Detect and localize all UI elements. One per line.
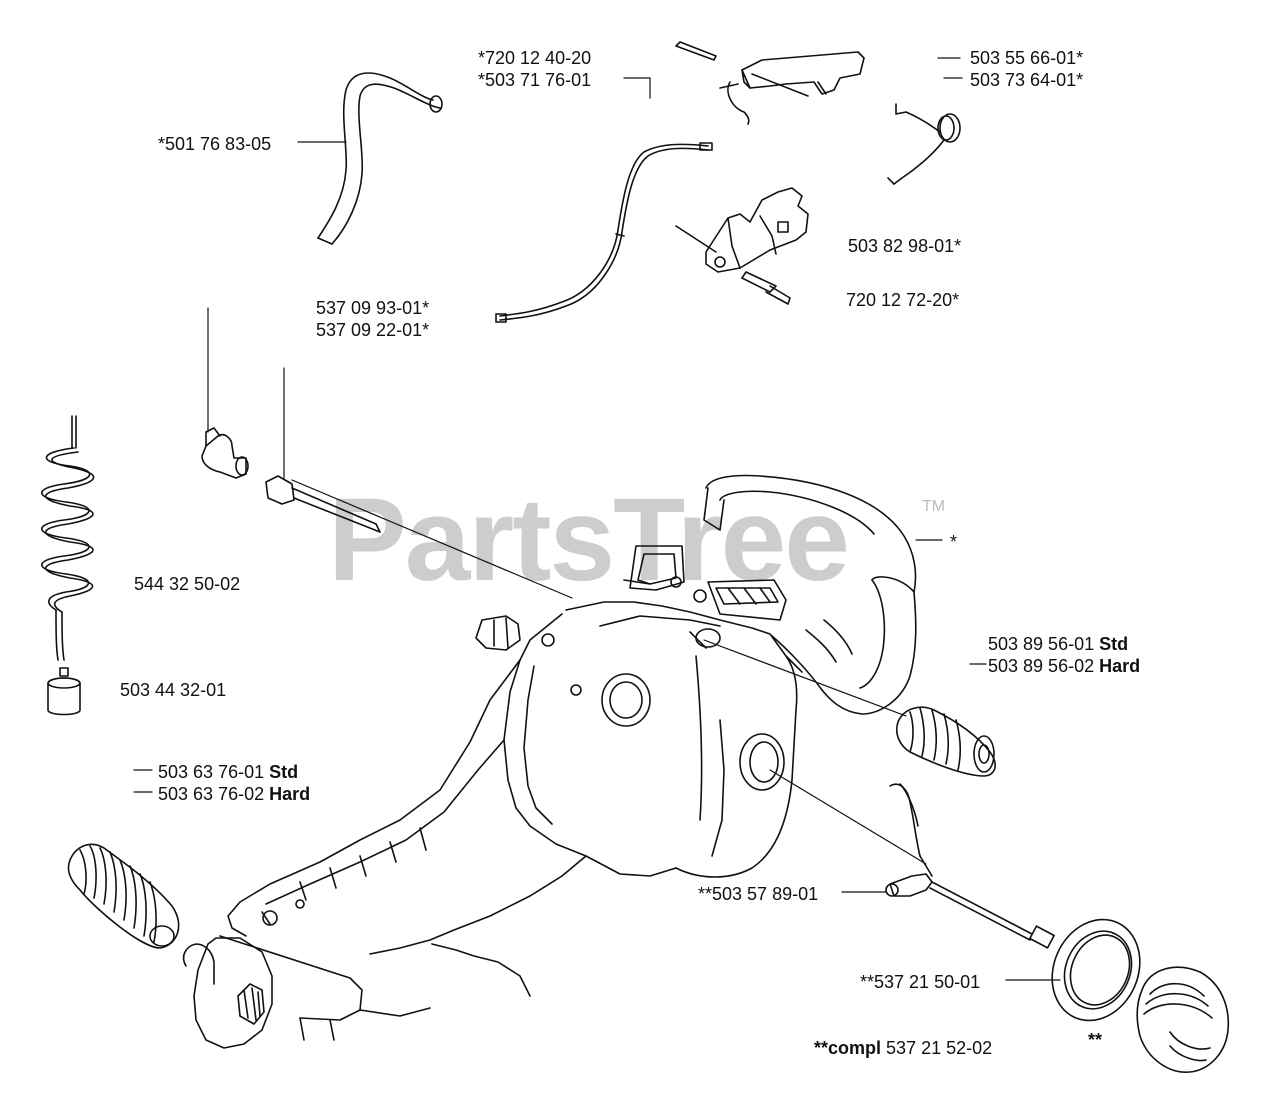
label-537-09-93-01: 537 09 93-01* — [316, 298, 430, 318]
label-cap-ref: ** — [1088, 1030, 1103, 1050]
label-503-71-76-01: *503 71 76-01 — [478, 70, 592, 90]
av-spring-right-part — [895, 706, 996, 777]
part-number: 503 63 76-01 — [158, 762, 265, 782]
grade-std: Std — [1099, 634, 1129, 654]
cap-seal-ring-part — [1051, 918, 1141, 1022]
label-720-12-40-20: *720 12 40-20 — [478, 48, 592, 68]
handle-tank-body-part — [182, 474, 917, 1049]
label-503-55-66-01: 503 55 66-01* — [970, 48, 1084, 68]
label-503-89-56-02: 503 89 56-02 Hard — [988, 656, 1140, 676]
fuel-hose-part — [317, 72, 443, 245]
label-537-09-22-01: 537 09 22-01* — [316, 320, 430, 340]
label-537-21-50-01: **537 21 50-01 — [860, 972, 981, 992]
elbow-fitting-part — [201, 427, 249, 479]
label-501-76-83-05: *501 76 83-05 — [158, 134, 272, 154]
fuel-filter-part — [47, 667, 81, 716]
label-503-89-56-01: 503 89 56-01 Std — [988, 634, 1128, 654]
grade-hard: Hard — [269, 784, 311, 804]
label-503-63-76-02: 503 63 76-02 Hard — [158, 784, 310, 804]
label-503-82-98-01: 503 82 98-01* — [848, 236, 962, 256]
part-number: 503 89 56-01 — [988, 634, 1095, 654]
watermark-text: PartsTree — [328, 474, 850, 606]
oil-pickup-line-part — [929, 881, 1055, 949]
throttle-lock-part — [675, 41, 865, 125]
trigger-spring-part — [887, 103, 961, 185]
label-handle-ref: * — [950, 532, 958, 552]
throttle-trigger-part — [675, 187, 809, 305]
label-503-63-76-01: 503 63 76-01 Std — [158, 762, 298, 782]
compl-prefix: **compl — [814, 1038, 882, 1058]
tube-fitting-part — [265, 475, 381, 533]
filler-cap-part — [1136, 966, 1230, 1073]
part-number: 503 63 76-02 — [158, 784, 265, 804]
label-544-32-50-02: 544 32 50-02 — [134, 574, 241, 594]
label-503-44-32-01: 503 44 32-01 — [120, 680, 227, 700]
label-503-73-64-01: 503 73 64-01* — [970, 70, 1084, 90]
label-720-12-72-20: 720 12 72-20* — [846, 290, 960, 310]
oil-hose-part — [495, 142, 713, 323]
part-number: 537 21 52-02 — [886, 1038, 993, 1058]
part-number: 503 89 56-02 — [988, 656, 1095, 676]
av-spring-left-part — [67, 843, 180, 949]
grade-std: Std — [269, 762, 299, 782]
label-compl-537-21-52-02: **compl 537 21 52-02 — [814, 1038, 992, 1058]
grade-hard: Hard — [1099, 656, 1141, 676]
leader-lines — [133, 57, 1061, 981]
label-503-57-89-01: **503 57 89-01 — [698, 884, 819, 904]
watermark-trademark: TM — [922, 498, 946, 515]
fuel-line-coil-part — [41, 415, 95, 661]
chain-oiler-fork-part — [885, 783, 933, 897]
